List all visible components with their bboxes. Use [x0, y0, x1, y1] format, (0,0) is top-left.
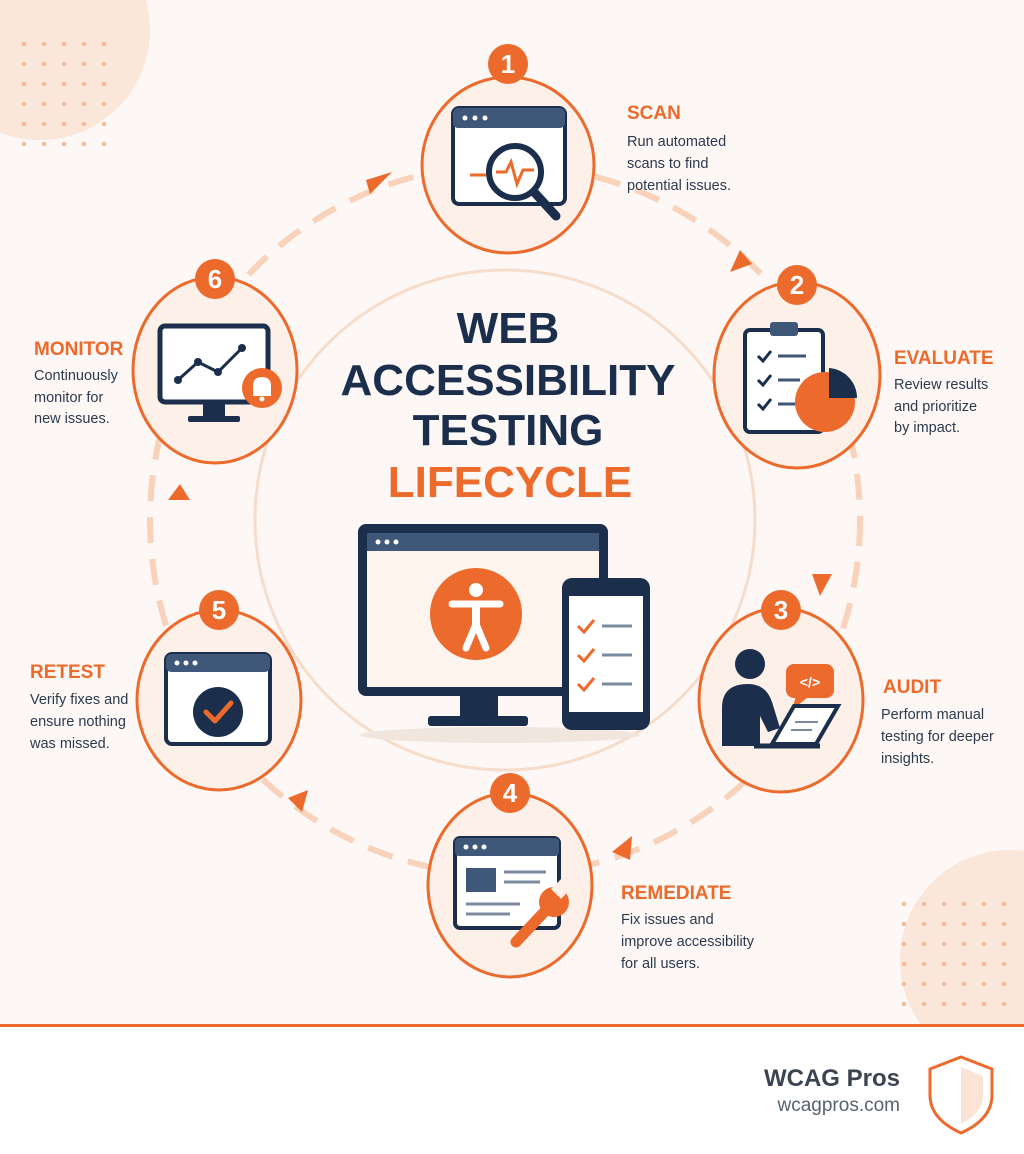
step-4-desc-line-2: improve accessibility	[621, 934, 755, 950]
cycle-arrows	[168, 172, 832, 860]
arrow-1-to-2	[730, 250, 752, 272]
step-2-desc-line-1: Review results	[894, 377, 988, 393]
step-2-evaluate: 2 EVALUATE Review results and prioritize…	[712, 265, 994, 470]
arrow-2-to-3	[812, 574, 832, 596]
step-3-number: 3	[774, 595, 788, 625]
step-4-desc-line-3: for all users.	[621, 956, 700, 972]
step-1-desc-line-3: potential issues.	[627, 178, 731, 194]
step-3-desc-line-2: testing for deeper	[881, 729, 994, 745]
title-line-3: TESTING	[413, 406, 604, 455]
lifecycle-diagram: 1 SCAN Run automated scans to find poten…	[0, 0, 1024, 1024]
magnifier-browser-icon	[451, 106, 567, 221]
step-2-title: EVALUATE	[894, 348, 994, 369]
step-3-desc-line-3: insights.	[881, 751, 934, 767]
step-3-desc-line-1: Perform manual	[881, 707, 984, 723]
step-2-desc-line-3: by impact.	[894, 420, 960, 436]
step-6-desc-line-3: new issues.	[34, 411, 110, 427]
monitor-graph-bell-icon	[157, 323, 282, 422]
brand-url: wcagpros.com	[777, 1095, 901, 1116]
step-6-number: 6	[208, 264, 222, 294]
step-6-monitor: 6 MONITOR Continuously monitor for new i…	[34, 259, 299, 465]
center-ring	[253, 268, 757, 772]
shield-logo-icon	[928, 1055, 994, 1135]
svg-text:</>: </>	[800, 674, 820, 690]
step-2-desc-line-2: and prioritize	[894, 399, 977, 415]
arrow-6-to-1	[366, 172, 392, 194]
arrow-5-to-6	[168, 484, 190, 500]
step-4-title: REMEDIATE	[621, 883, 731, 904]
step-6-desc-line-1: Continuously	[34, 368, 119, 384]
step-1-badge	[488, 44, 528, 84]
arrow-3-to-4	[612, 836, 632, 860]
step-2-badge	[777, 265, 817, 305]
person-laptop-code-icon: </>	[722, 649, 842, 749]
arrow-4-to-5	[288, 790, 308, 812]
step-5-desc-line-2: ensure nothing	[30, 714, 126, 730]
step-1-scan: 1 SCAN Run automated scans to find poten…	[420, 44, 731, 255]
step-5-desc-line-1: Verify fixes and	[30, 692, 128, 708]
step-6-desc-line-2: monitor for	[34, 390, 103, 406]
clipboard-chart-icon	[743, 322, 858, 434]
step-1-number: 1	[501, 49, 515, 79]
step-1-desc-line-1: Run automated	[627, 134, 726, 150]
step-4-number: 4	[503, 778, 518, 808]
accessibility-devices-illustration	[358, 524, 650, 743]
footer: WCAG Pros wcagpros.com	[0, 1024, 1024, 1154]
title-line-4: LIFECYCLE	[388, 458, 632, 507]
step-4-remediate: 4 REMEDIATE Fix issues and improve acces…	[426, 773, 755, 979]
step-6-badge	[195, 259, 235, 299]
step-5-number: 5	[212, 595, 226, 625]
center-title: WEB ACCESSIBILITY TESTING LIFECYCLE	[341, 304, 676, 507]
step-3-badge	[761, 590, 801, 630]
step-5-badge	[199, 590, 239, 630]
step-4-desc-line-1: Fix issues and	[621, 912, 714, 928]
step-5-title: RETEST	[30, 662, 105, 683]
title-line-2: ACCESSIBILITY	[341, 356, 676, 405]
step-3-title: AUDIT	[883, 677, 941, 698]
dot-pattern-bottom-right	[900, 894, 1010, 1014]
step-2-number: 2	[790, 270, 804, 300]
brand-name: WCAG Pros	[763, 1065, 900, 1092]
step-1-title: SCAN	[627, 103, 681, 124]
step-5-retest: 5 RETEST Verify fixes and ensure nothing…	[29, 590, 303, 792]
browser-checkmark-icon	[164, 652, 272, 746]
step-3-audit: </> 3 AUDIT Perform manual testing for d…	[697, 590, 994, 794]
dot-pattern-top-left	[14, 38, 114, 158]
browser-wrench-icon	[453, 836, 571, 948]
accessibility-icon	[430, 568, 522, 660]
step-1-desc-line-2: scans to find	[627, 156, 708, 172]
step-6-title: MONITOR	[34, 339, 124, 360]
step-4-badge	[490, 773, 530, 813]
title-line-1: WEB	[457, 304, 560, 353]
step-5-desc-line-3: was missed.	[29, 736, 110, 752]
